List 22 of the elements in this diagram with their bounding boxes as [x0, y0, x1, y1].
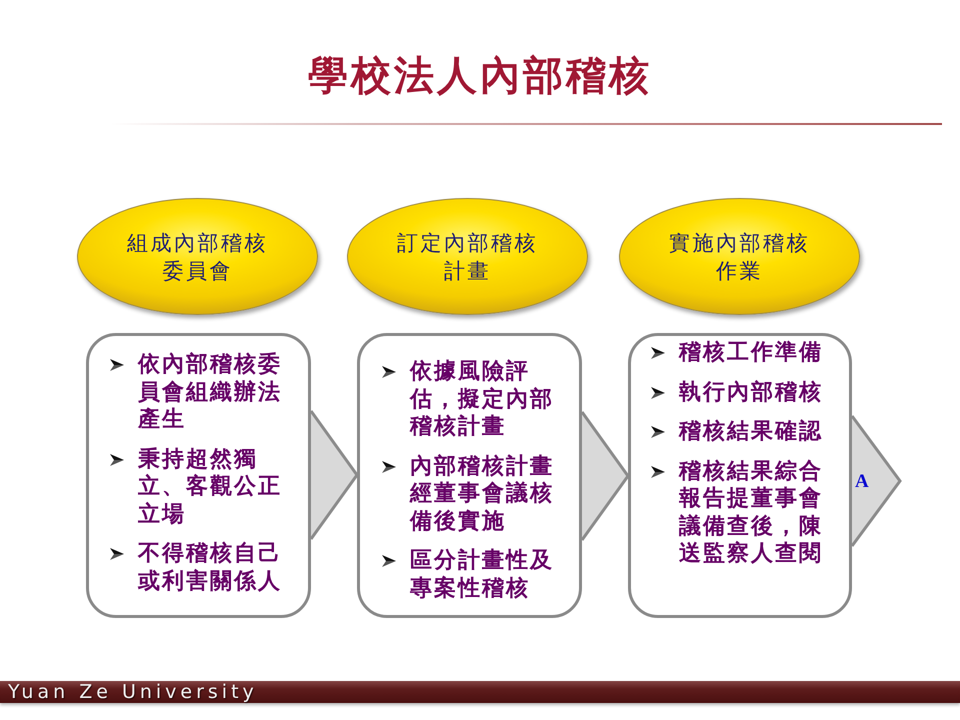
bullet-text: 不得稽核自己或利害關係人 [138, 540, 283, 595]
edge-label: A [855, 472, 869, 492]
step-title: 訂定內部稽核計畫 [396, 230, 539, 284]
chevron-arrow [850, 414, 902, 548]
step-title: 實施內部稽核作業 [668, 230, 811, 284]
bullet-text: 稽核結果確認 [679, 418, 823, 446]
bullet-text: 依內部稽核委員會組織辦法產生 [138, 351, 283, 434]
bullet-text: 依據風險評估，擬定內部稽核計畫 [410, 358, 555, 440]
bullet-text: 執行內部稽核 [679, 378, 823, 406]
details-card [86, 333, 311, 618]
bullet-text: 內部稽核計畫經董事會議核備後實施 [410, 452, 555, 535]
bullet-text: 區分計畫性及專案性稽核 [410, 547, 555, 602]
slide-title: 學校法人內部稽核 [308, 53, 652, 99]
bullet-text: 稽核工作準備 [679, 339, 823, 366]
details-card [357, 333, 582, 618]
bullet-text: 秉持超然獨立、客觀公正立場 [138, 446, 283, 528]
bullet-text: 稽核結果綜合報告提董事會議備查後，陳送監察人查閱 [679, 458, 824, 568]
footer-text: Yuan Ze University [8, 682, 258, 702]
chevron-arrow [580, 410, 630, 542]
details-card [628, 333, 852, 618]
chevron-arrow [310, 410, 358, 540]
step-title: 組成內部稽核委員會 [126, 230, 269, 284]
